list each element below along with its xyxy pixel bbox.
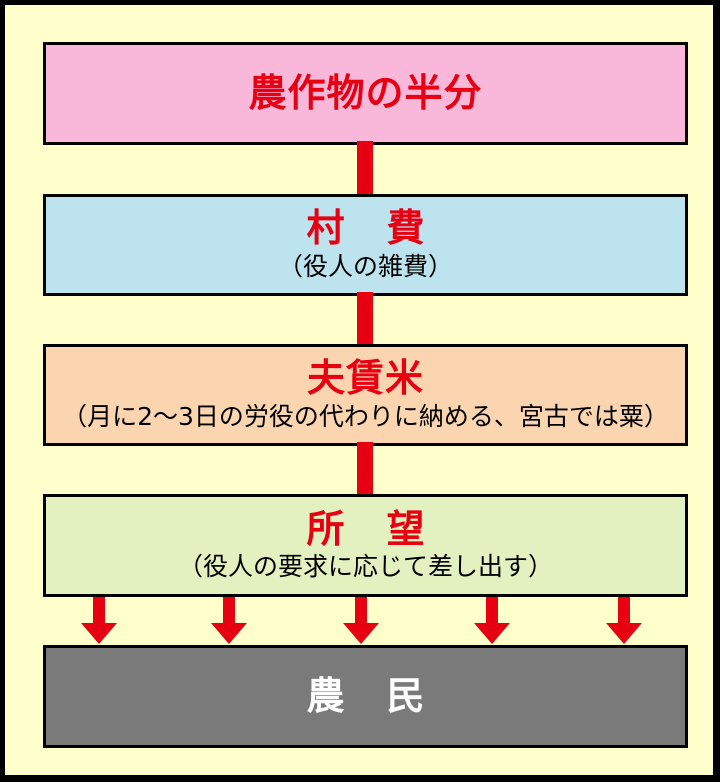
box-crops-half: 農作物の半分 — [43, 42, 688, 145]
connector-village-labor — [357, 292, 373, 344]
labor-subtitle: （月に2～3日の労役の代わりに納める、宮古では粟） — [62, 401, 669, 431]
down-arrow-icon — [211, 597, 247, 644]
request-subtitle: （役人の要求に応じて差し出す） — [177, 552, 553, 582]
diagram-frame: 農作物の半分 村費 （役人の雑費） 夫賃米 （月に2～3日の労役の代わりに納める… — [4, 4, 714, 776]
box-farmers: 農民 — [43, 645, 688, 748]
box-labor-rice: 夫賃米 （月に2～3日の労役の代わりに納める、宮古では粟） — [43, 344, 688, 446]
farmers-title: 農民 — [306, 673, 467, 718]
down-arrow-icon — [606, 597, 642, 644]
box-village-expenses: 村費 （役人の雑費） — [43, 194, 688, 296]
labor-title: 夫賃米 — [306, 356, 424, 401]
crops-title: 農作物の半分 — [248, 70, 483, 115]
connector-labor-request — [357, 442, 373, 494]
down-arrow-icon — [474, 597, 510, 644]
box-request: 所望 （役人の要求に応じて差し出す） — [43, 494, 688, 597]
request-title: 所望 — [306, 506, 467, 551]
village-title: 村費 — [306, 206, 467, 251]
down-arrow-icon — [343, 597, 379, 644]
village-subtitle: （役人の雑費） — [277, 251, 453, 281]
connector-crops-village — [357, 141, 373, 194]
down-arrow-icon — [81, 597, 117, 644]
